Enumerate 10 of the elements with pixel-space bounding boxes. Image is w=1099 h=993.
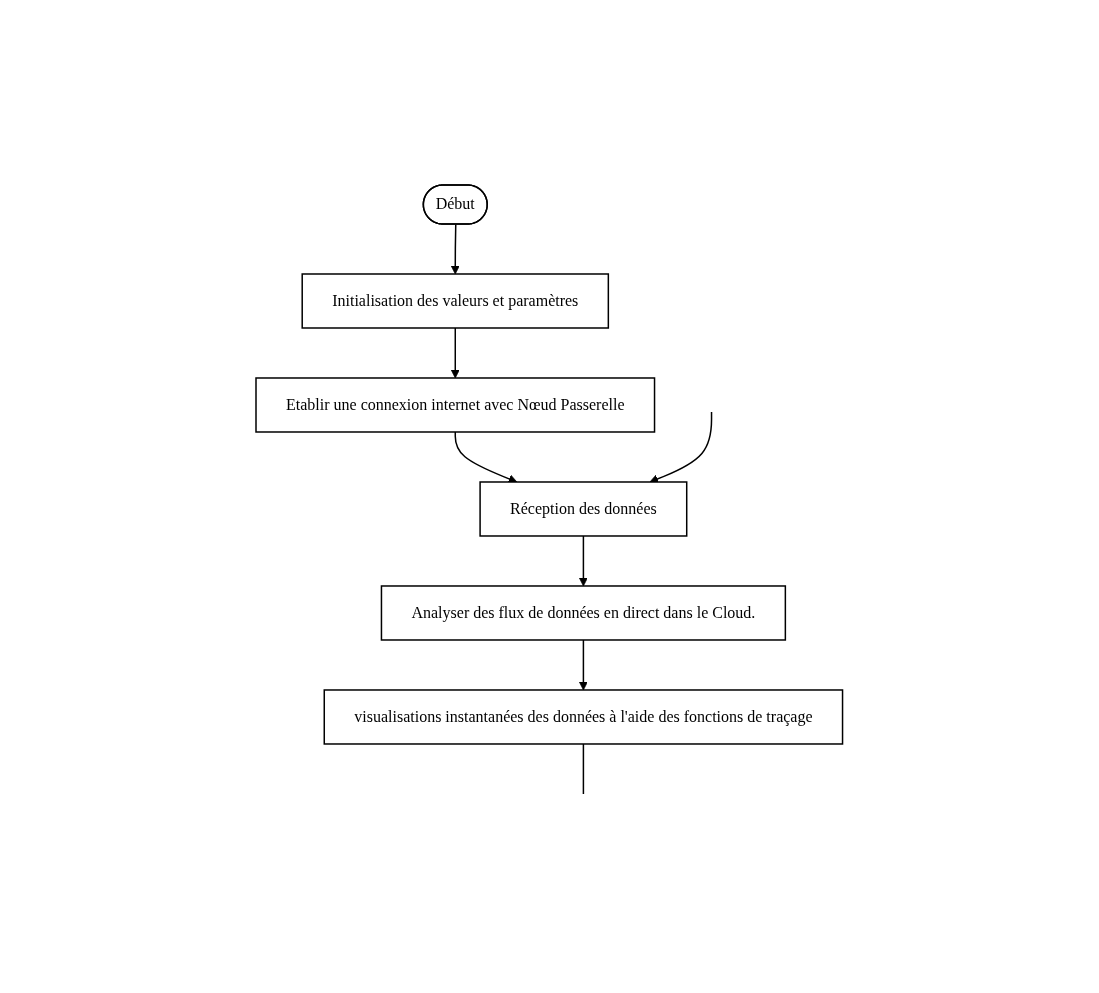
arrow bbox=[579, 535, 588, 587]
arrow bbox=[451, 223, 460, 275]
node-box: Analyser des flux de données en direct dans le Cloud. bbox=[380, 585, 787, 641]
node-box: Réception des données bbox=[479, 481, 688, 537]
arrow bbox=[451, 327, 460, 379]
node-box: Etablir une connexion internet avec Nœud Passerelle bbox=[255, 377, 656, 433]
arrow bbox=[579, 639, 588, 691]
connector bbox=[582, 743, 585, 795]
node-box: visualisations instantanées des données à l'aide des fonctions de traçage bbox=[323, 689, 844, 745]
node-box: Initialisation des valeurs et paramètres bbox=[301, 273, 610, 329]
